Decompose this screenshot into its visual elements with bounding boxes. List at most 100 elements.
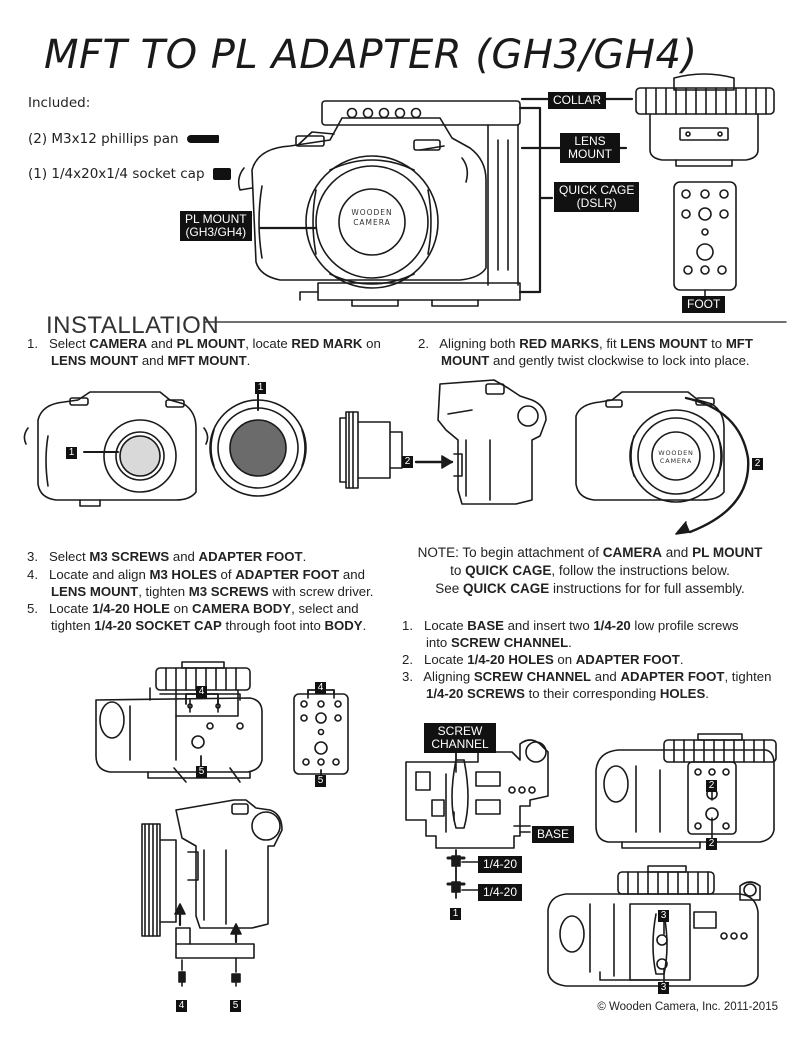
step-1-text-k: . bbox=[246, 353, 251, 368]
cage-step-3-a: Aligning bbox=[423, 669, 474, 684]
step-3-m3-screws: M3 SCREWS bbox=[89, 549, 170, 564]
cage-step-2-foot: ADAPTER FOOT bbox=[575, 652, 680, 667]
cage-step-3-g: to their corresponding bbox=[524, 686, 660, 701]
cage-step-1-number: 1. bbox=[402, 618, 413, 633]
note-pl-mount: PL MOUNT bbox=[692, 545, 763, 560]
callout-screw-channel-line1: SCREW bbox=[437, 724, 483, 738]
cage-step-1-e: low profile screws bbox=[630, 618, 739, 633]
callout-screw-channel-line2: CHANNEL bbox=[431, 737, 489, 751]
callout-collar: COLLAR bbox=[548, 92, 607, 109]
cage-step-1-c: and insert two bbox=[503, 618, 594, 633]
marker-3-bottom: 3 bbox=[658, 982, 669, 994]
note-camera: CAMERA bbox=[602, 545, 663, 560]
step-2-lens-mount: LENS MOUNT bbox=[620, 336, 708, 351]
step1-camera-drawing bbox=[23, 391, 403, 507]
step-4-adapter-foot: ADAPTER FOOT bbox=[235, 567, 340, 582]
step-2-text-a: Aligning both bbox=[439, 336, 520, 351]
callout-pl-mount-line1: PL MOUNT bbox=[185, 212, 247, 226]
logo-line1: WOODEN bbox=[351, 208, 393, 217]
step-5: 5. Locate 1/4-20 HOLE on CAMERA BODY, se… bbox=[27, 600, 359, 617]
note-block: NOTE: To begin attachment of CAMERA and … bbox=[400, 544, 780, 598]
step-2-text-h: and gently twist clockwise to lock into … bbox=[489, 353, 750, 368]
logo-small-line2: CAMERA bbox=[659, 457, 693, 465]
included-item-socket-cap-text: (1) 1/4x20x1/4 socket cap bbox=[28, 166, 205, 182]
step-2-number: 2. bbox=[418, 336, 429, 351]
step-5-text-c: on bbox=[169, 601, 192, 616]
callout-lens-mount-line2: MOUNT bbox=[568, 147, 612, 161]
marker-1-screws: 1 bbox=[450, 908, 461, 920]
cage-step-3-screws: 1/4-20 SCREWS bbox=[426, 686, 525, 701]
cage-step-3-holes: HOLES bbox=[659, 686, 706, 701]
note-l1a: NOTE: To begin attachment of bbox=[417, 545, 603, 560]
step-3-text-a: Select bbox=[49, 549, 90, 564]
note-quick-cage-2: QUICK CAGE bbox=[462, 581, 550, 596]
step-1-red-mark: RED MARK bbox=[291, 336, 363, 351]
step2-side-drawing bbox=[437, 379, 725, 505]
step5-camera-side-drawing bbox=[141, 799, 283, 987]
step-2-line2: MOUNT and gently twist clockwise to lock… bbox=[441, 352, 750, 369]
callout-screw-upper: 1/4-20 bbox=[478, 856, 523, 873]
step-4-line2: LENS MOUNT, tighten M3 SCREWS with screw… bbox=[51, 583, 373, 600]
marker-5-bottom: 5 bbox=[230, 1000, 241, 1012]
base-screw-channel-drawing bbox=[405, 739, 549, 849]
cage-step-2-c: on bbox=[553, 652, 576, 667]
step-3-text-c: and bbox=[169, 549, 199, 564]
note-l2c: , follow the instructions below. bbox=[551, 563, 730, 578]
cage-step-3: 3. Aligning SCREW CHANNEL and ADAPTER FO… bbox=[402, 668, 771, 685]
step-1: 1. Select CAMERA and PL MOUNT, locate RE… bbox=[27, 335, 381, 352]
marker-4-foot: 4 bbox=[315, 682, 326, 694]
cage-step-1-channel: SCREW CHANNEL bbox=[450, 635, 569, 650]
note-line2: to QUICK CAGE, follow the instructions b… bbox=[400, 562, 780, 580]
callout-base: BASE bbox=[532, 826, 575, 843]
installation-heading: INSTALLATION bbox=[46, 312, 220, 339]
callout-pl-mount: PL MOUNT (GH3/GH4) bbox=[180, 211, 252, 241]
cage-step-3-number: 3. bbox=[402, 669, 413, 684]
callout-quick-cage-line2: (DSLR) bbox=[576, 196, 617, 210]
step-5-socket-cap: 1/4-20 SOCKET CAP bbox=[94, 618, 222, 633]
step3-foot-drawing bbox=[293, 689, 349, 775]
callout-pl-mount-line2: (GH3/GH4) bbox=[185, 225, 247, 239]
foot-drawing bbox=[673, 181, 737, 291]
step-5-text-a: Locate bbox=[49, 601, 93, 616]
step-5-body: BODY bbox=[324, 618, 363, 633]
included-item-socket-cap: (1) 1/4x20x1/4 socket cap bbox=[28, 166, 231, 182]
cage-step-2-number: 2. bbox=[402, 652, 413, 667]
step-1-text-e: , locate bbox=[245, 336, 292, 351]
step-5-text-j: . bbox=[362, 618, 367, 633]
marker-2-rotate: 2 bbox=[752, 458, 763, 470]
step-3-adapter-foot: ADAPTER FOOT bbox=[198, 549, 303, 564]
step-4-text-e: and bbox=[339, 567, 365, 582]
callout-quick-cage-line1: QUICK CAGE bbox=[559, 183, 635, 197]
marker-5-camera: 5 bbox=[196, 766, 207, 778]
cage-step-1-base: BASE bbox=[467, 618, 504, 633]
step-1-pl-mount: PL MOUNT bbox=[176, 336, 246, 351]
cage-step-1-a: Locate bbox=[424, 618, 468, 633]
cage-step-3-c: and bbox=[591, 669, 621, 684]
step-4-text-i: with screw driver. bbox=[268, 584, 374, 599]
step-2-mount: MOUNT bbox=[441, 353, 490, 368]
step-4-m3-screws: M3 SCREWS bbox=[188, 584, 269, 599]
wooden-camera-logo: WOODEN CAMERA bbox=[340, 208, 404, 228]
step-4-number: 4. bbox=[27, 567, 38, 582]
step-1-text-g: on bbox=[362, 336, 381, 351]
callout-quick-cage: QUICK CAGE (DSLR) bbox=[554, 182, 640, 212]
step-1-text-a: Select bbox=[49, 336, 90, 351]
step-1-text-i: and bbox=[138, 353, 168, 368]
included-heading: Included: bbox=[28, 95, 91, 111]
step-1-text-c: and bbox=[147, 336, 177, 351]
callout-foot: FOOT bbox=[682, 296, 726, 313]
step-5-text-h: through foot into bbox=[221, 618, 325, 633]
step-2-text-e: to bbox=[707, 336, 726, 351]
cage-step-2-a: Locate bbox=[424, 652, 468, 667]
step-4-text-a: Locate and align bbox=[49, 567, 150, 582]
included-item-phillips: (2) M3x12 phillips pan bbox=[28, 131, 219, 147]
marker-1-camera: 1 bbox=[66, 447, 77, 459]
step-5-text-e: , select and bbox=[291, 601, 359, 616]
note-l3a: See bbox=[435, 581, 463, 596]
step-3-number: 3. bbox=[27, 549, 38, 564]
cage-camera-top-drawing bbox=[595, 733, 777, 849]
hero-camera-drawing bbox=[237, 100, 521, 307]
cage-step-2-e: . bbox=[679, 652, 684, 667]
marker-5-foot: 5 bbox=[315, 775, 326, 787]
